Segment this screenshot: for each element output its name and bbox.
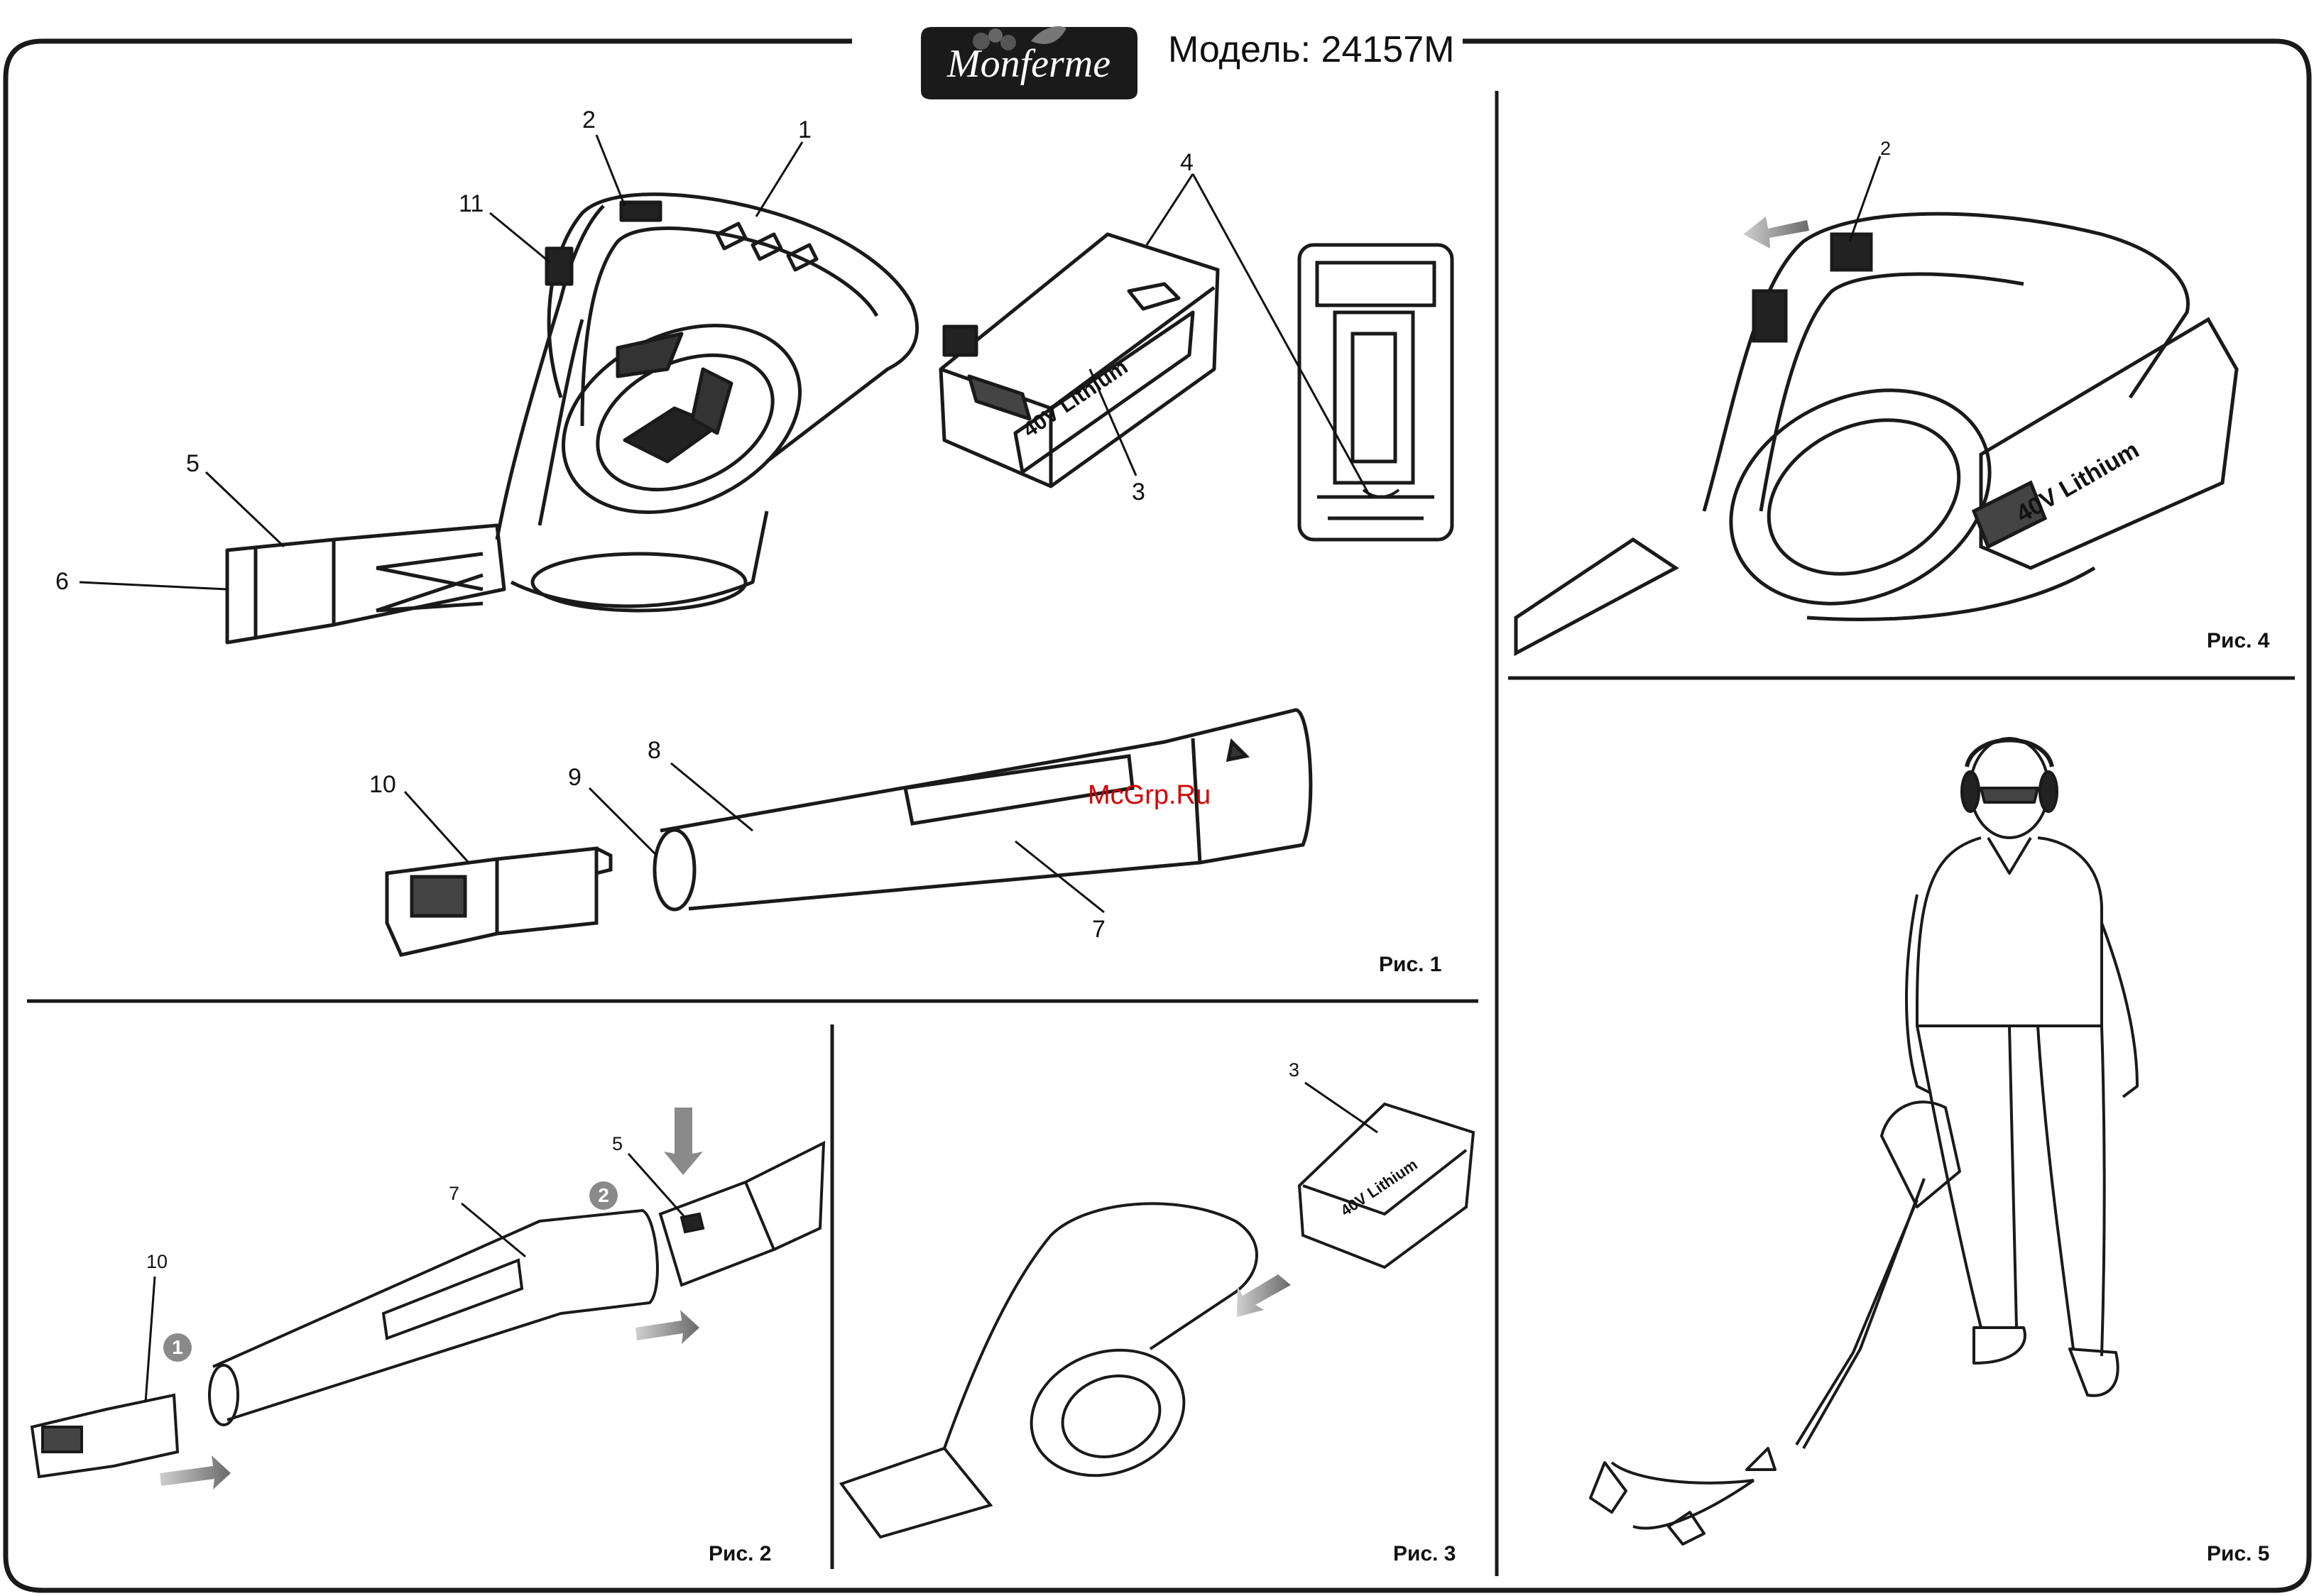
figure-caption-2: Рис. 2 — [709, 1543, 772, 1565]
step-badge-1: 1 — [163, 1333, 192, 1362]
figure-caption-3: Рис. 3 — [1393, 1543, 1456, 1565]
fig4-drawing — [1516, 214, 2237, 653]
figure-caption-5: Рис. 5 — [2207, 1543, 2270, 1565]
fig2-drawing — [32, 1143, 824, 1477]
callout-10: 10 — [369, 772, 396, 797]
nozzle-cap-drawing — [387, 848, 611, 955]
callout-1: 1 — [798, 118, 812, 142]
callout-7: 7 — [1092, 917, 1106, 941]
motion-arrow-icon — [1237, 1274, 1291, 1317]
step-badge-2: 2 — [589, 1181, 618, 1210]
fig3-leader-lines — [1305, 1083, 1377, 1132]
callout-11: 11 — [459, 192, 484, 216]
brand-name: Monferme — [926, 44, 1132, 84]
callout-2: 2 — [582, 108, 596, 132]
fig4-leader-lines — [1850, 156, 1880, 241]
figure-caption-1: Рис. 1 — [1379, 954, 1442, 975]
callout-3: 3 — [1132, 480, 1145, 504]
fig2-motion-arrows — [160, 1108, 703, 1490]
callout-2: 2 — [1880, 139, 1891, 158]
panel-dividers — [27, 91, 2295, 1576]
callout-6: 6 — [55, 569, 69, 594]
operator-figure-drawing — [1590, 738, 2137, 1544]
callout-5: 5 — [186, 452, 200, 476]
blower-tube-drawing — [655, 710, 1311, 909]
callout-8: 8 — [648, 738, 661, 763]
callout-5: 5 — [612, 1135, 623, 1154]
callout-7: 7 — [449, 1184, 459, 1203]
callout-3: 3 — [1289, 1061, 1299, 1080]
callout-4: 4 — [1180, 151, 1194, 175]
battery-front-drawing — [1299, 245, 1452, 540]
callout-9: 9 — [568, 765, 582, 789]
callout-10: 10 — [146, 1252, 168, 1272]
motion-arrow-icon — [635, 1310, 699, 1344]
model-label: Модель: 24157М — [1168, 31, 1454, 68]
battery-3q-drawing — [941, 234, 1218, 486]
motion-arrow-icon — [160, 1455, 231, 1490]
fig3-drawing — [841, 1104, 1473, 1537]
figure-caption-4: Рис. 4 — [2207, 630, 2270, 652]
watermark: McGrp.Ru — [1088, 782, 1211, 809]
motion-arrow-icon — [664, 1108, 703, 1175]
blower-body-drawing — [227, 195, 917, 643]
